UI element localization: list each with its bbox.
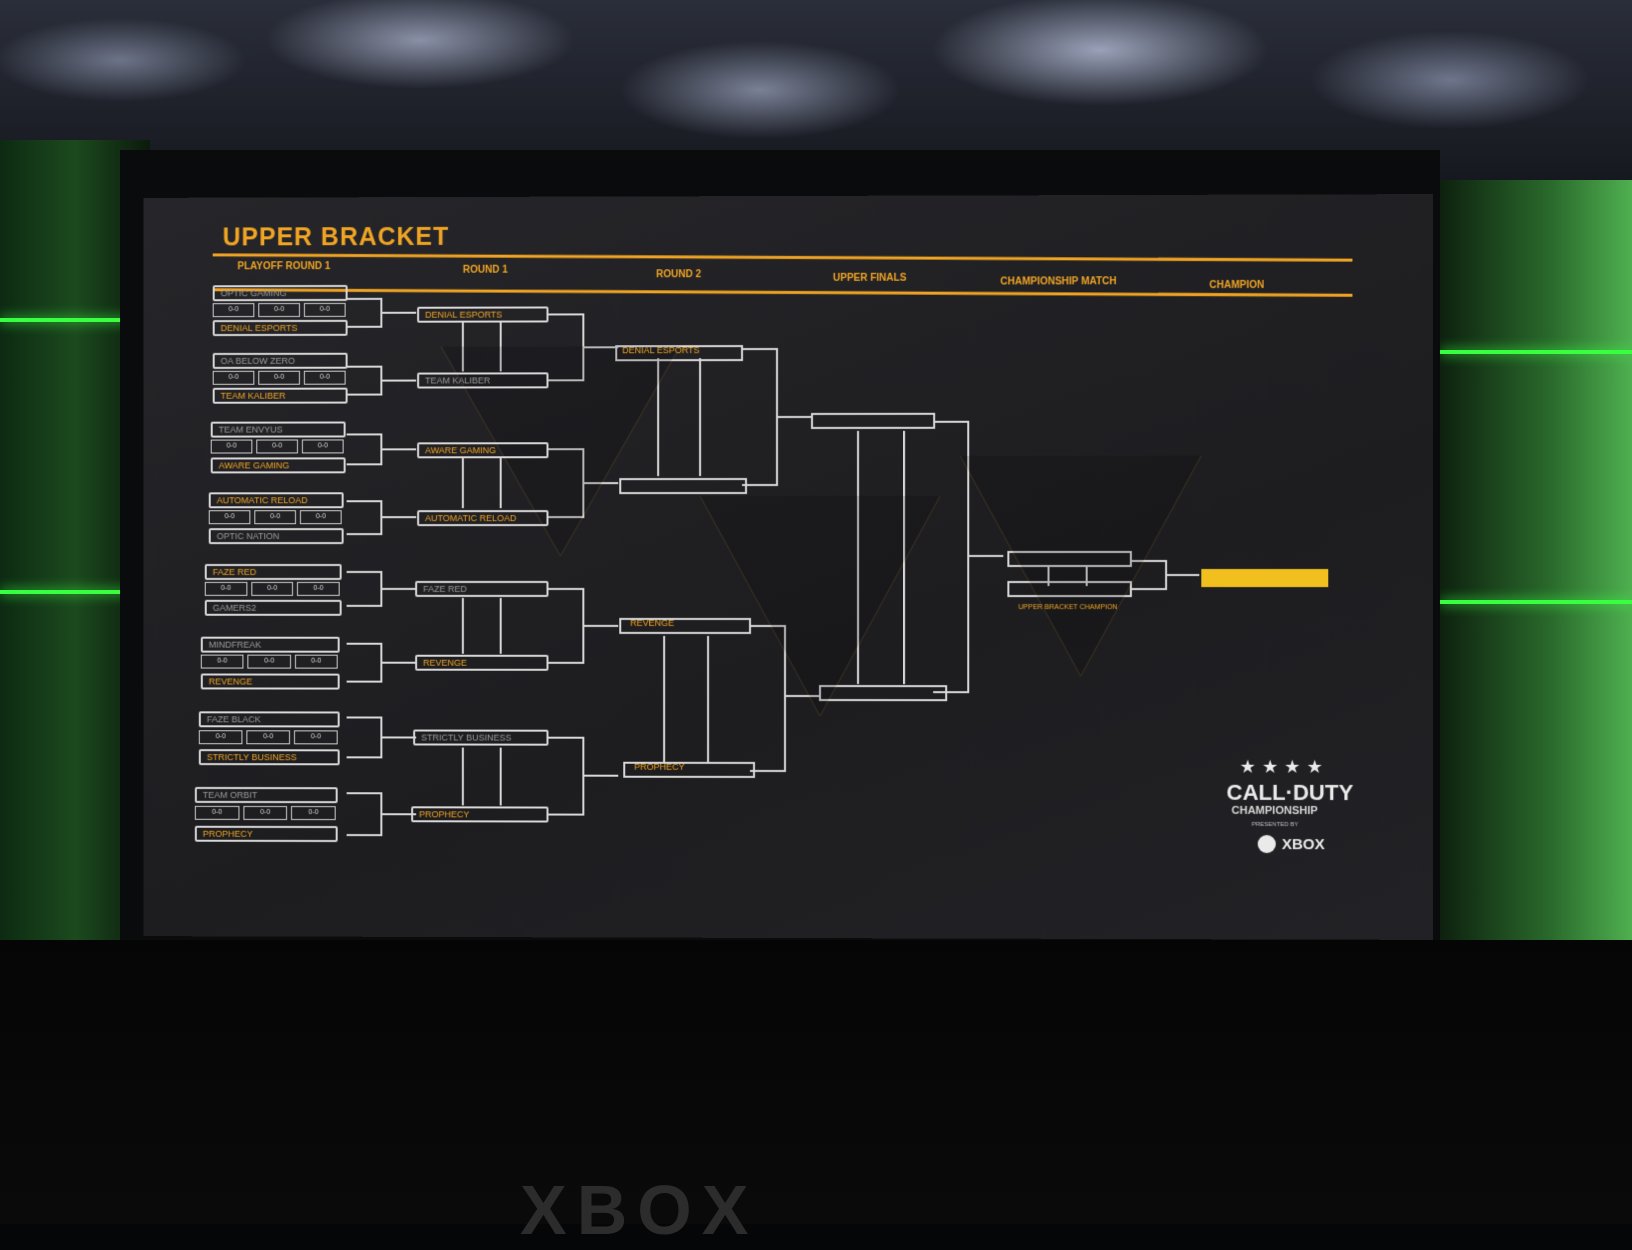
- map-scores: 0-00-00-0: [213, 303, 346, 317]
- team-slot-winner: AWARE GAMING: [211, 457, 346, 473]
- champion-slot: [1201, 569, 1328, 587]
- bracket-line: [664, 636, 708, 762]
- logo-presented-by: PRESENTED BY: [1252, 822, 1299, 828]
- team-slot-winner: REVENGE: [624, 617, 750, 633]
- right-green-light: [1440, 600, 1632, 604]
- bracket-line: [347, 717, 417, 757]
- map-score: 0-0: [201, 655, 244, 669]
- bracket-line: [347, 572, 417, 606]
- map-scores: 0-00-00-0: [199, 730, 338, 744]
- map-score: 0-0: [211, 440, 253, 454]
- map-score: 0-0: [248, 655, 291, 669]
- map-scores: 0-00-00-0: [213, 371, 346, 385]
- bracket-line: [347, 434, 417, 464]
- bracket-line: [463, 458, 501, 508]
- map-scores: 0-0 0-0 0-0: [201, 655, 338, 669]
- bracket-line: [742, 349, 812, 485]
- team-slot: OA BELOW ZERO: [213, 353, 348, 369]
- bracket-line: [548, 738, 618, 815]
- logo-wordmark: CALL·DUTY: [1226, 780, 1353, 806]
- stage-floor: [0, 940, 1632, 1224]
- bracket-line: [658, 358, 700, 476]
- team-slot-winner: DENIAL ESPORTS: [417, 306, 548, 322]
- team-slot: GAMERS2: [205, 600, 342, 616]
- team-slot: STRICTLY BUSINESS: [413, 730, 548, 746]
- background-pattern: [441, 345, 1201, 716]
- map-score: 0-0: [258, 303, 300, 317]
- team-slot: TEAM KALIBER: [417, 372, 548, 388]
- team-slot: OPTIC NATION: [209, 528, 344, 544]
- team-slot: TEAM ORBIT: [195, 787, 338, 803]
- team-slot-winner: AUTOMATIC RELOAD: [417, 510, 548, 526]
- logo-stars: ★★★★: [1240, 757, 1329, 778]
- map-score: 0-0: [209, 510, 251, 524]
- team-slot: MINDFREAK: [201, 637, 340, 653]
- map-score: 0-0: [213, 303, 255, 317]
- map-score: 0-0: [195, 806, 239, 820]
- team-slot-winner: AWARE GAMING: [417, 442, 548, 458]
- map-score: 0-0: [300, 510, 342, 524]
- left-green-light: [0, 590, 140, 594]
- map-scores: 0-00-00-0: [211, 439, 344, 453]
- left-green-light: [0, 318, 140, 322]
- team-slot-winner: TEAM KALIBER: [213, 388, 348, 404]
- map-score: 0-0: [258, 371, 300, 385]
- map-score: 0-0: [297, 582, 339, 596]
- map-scores: 0-00-00-0: [209, 510, 342, 524]
- team-slot-winner: PROPHECY: [411, 806, 548, 822]
- team-slot-winner: FAZE RED: [205, 564, 342, 580]
- bracket-line: [347, 367, 417, 395]
- map-score: 0-0: [246, 730, 290, 744]
- map-score: 0-0: [199, 730, 243, 744]
- team-slot-winner: PROPHECY: [628, 761, 754, 777]
- team-slot-winner: PROPHECY: [195, 826, 338, 842]
- map-score: 0-0: [251, 582, 293, 596]
- bracket-screen: UPPER BRACKET PLAYOFF ROUND 1 ROUND 1 RO…: [143, 194, 1433, 940]
- round2-slot: [620, 479, 746, 493]
- upper-finals-slot: [820, 686, 946, 700]
- map-score: 0-0: [243, 806, 287, 820]
- map-scores: 0-0 0-0 0-0: [205, 582, 340, 596]
- champion-caption: UPPER BRACKET CHAMPION: [1018, 604, 1117, 611]
- right-green-light: [1440, 350, 1632, 354]
- map-score: 0-0: [294, 730, 338, 744]
- team-slot: FAZE BLACK: [199, 711, 340, 727]
- team-slot-winner: DENIAL ESPORTS: [616, 344, 742, 360]
- team-slot-winner: DENIAL ESPORTS: [213, 320, 348, 336]
- xbox-icon: [1258, 835, 1276, 853]
- map-score: 0-0: [304, 371, 346, 385]
- team-slot: FAZE RED: [415, 581, 548, 597]
- map-score: 0-0: [254, 510, 296, 524]
- sponsor-name: XBOX: [1282, 836, 1325, 853]
- bracket-line: [347, 793, 417, 835]
- team-slot-winner: REVENGE: [201, 674, 340, 690]
- team-slot-winner: AUTOMATIC RELOAD: [209, 492, 344, 508]
- bracket-line: [347, 501, 417, 534]
- bracket-line: [463, 598, 501, 654]
- map-score: 0-0: [205, 582, 247, 596]
- map-score: 0-0: [291, 806, 335, 820]
- team-slot: TEAM ENVYUS: [211, 422, 346, 438]
- team-slot-winner: REVENGE: [415, 655, 548, 671]
- team-slot-winner: STRICTLY BUSINESS: [199, 749, 340, 765]
- map-score: 0-0: [295, 655, 338, 669]
- floor-logo-text: XBOX: [520, 1170, 758, 1250]
- map-score: 0-0: [302, 439, 344, 453]
- map-scores: 0-0 0-0 0-0: [195, 806, 336, 820]
- team-slot: OPTIC GAMING: [213, 285, 348, 301]
- map-score: 0-0: [213, 371, 255, 385]
- bracket-line: [347, 644, 417, 682]
- map-score: 0-0: [304, 303, 346, 317]
- bracket-line: [463, 748, 501, 806]
- bracket-line: [548, 589, 618, 663]
- logo-subtitle: CHAMPIONSHIP: [1232, 805, 1318, 817]
- upper-finals-slot: [812, 414, 934, 428]
- map-score: 0-0: [256, 439, 298, 453]
- bracket-line: [347, 299, 417, 327]
